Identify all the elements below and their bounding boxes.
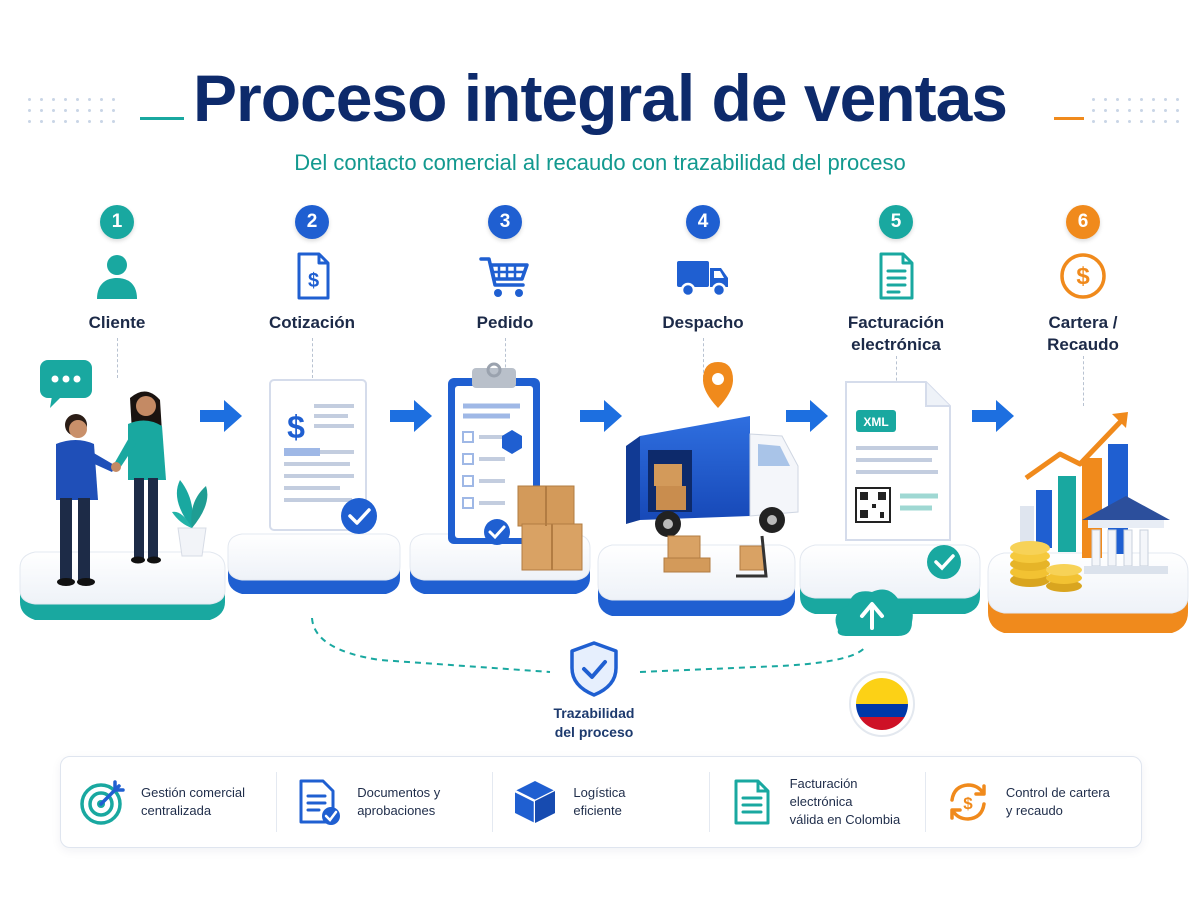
order-clipboard xyxy=(448,362,583,571)
process-illustration: $ xyxy=(19,360,1189,680)
svg-text:$: $ xyxy=(308,270,319,292)
connector-line xyxy=(703,338,704,378)
benefit-text: Logística eficiente xyxy=(573,785,626,818)
platform-cotizacion xyxy=(227,533,401,594)
quote-dollar-symbol: $ xyxy=(287,409,305,445)
arrow-right-icon xyxy=(390,400,432,432)
step-facturacion: 5 Facturación electrónica xyxy=(816,205,976,356)
benefit-facturacion: Facturación electrónica válida en Colomb… xyxy=(710,772,926,832)
step-cartera: 6 $ Cartera / Recaudo xyxy=(1003,205,1163,356)
page-subtitle: Del contacto comercial al recaudo con tr… xyxy=(294,150,906,175)
step-number-badge: 4 xyxy=(686,205,720,239)
arrow-right-icon xyxy=(972,400,1014,432)
platform-cliente xyxy=(19,551,226,620)
step-label: Despacho xyxy=(662,313,744,332)
svg-text:$: $ xyxy=(963,794,973,813)
step-label: Facturación electrónica xyxy=(847,313,945,354)
svg-text:$: $ xyxy=(1076,263,1090,290)
traceability-label: Trazabilidad del proceso xyxy=(553,705,635,740)
benefit-logistica: Logística eficiente xyxy=(493,772,710,832)
handshake-scene xyxy=(40,360,208,586)
electronic-invoice: XML xyxy=(835,381,961,636)
step-number-badge: 1 xyxy=(100,205,134,239)
delivery-truck-icon xyxy=(677,261,728,298)
dot-pattern-left xyxy=(28,98,116,123)
shield-check-icon xyxy=(570,641,618,697)
dollar-coin-icon: $ xyxy=(1060,253,1106,299)
cycle-dollar-icon: $ xyxy=(950,783,986,821)
step-number-badge: 2 xyxy=(295,205,329,239)
benefit-text: Facturación electrónica válida en Colomb… xyxy=(789,776,901,827)
delivery-scene xyxy=(626,362,799,578)
quote-document-icon: $ xyxy=(297,252,330,300)
step-label: Cliente xyxy=(88,313,146,332)
benefit-cartera: $ Control de cartera y recaudo xyxy=(926,772,1141,832)
title-accent-left xyxy=(140,117,184,120)
benefit-documentos: Documentos y aprobaciones xyxy=(277,772,494,832)
connector-line xyxy=(505,338,506,378)
user-icon xyxy=(97,255,137,299)
title-accent-right xyxy=(1054,117,1084,120)
benefit-text: Gestión comercial centralizada xyxy=(141,785,246,818)
traceability-loop xyxy=(311,617,867,673)
step-cotizacion: 2 $ Cotización xyxy=(232,205,392,334)
quotation-document: $ xyxy=(269,379,377,534)
step-pedido: 3 Pedido xyxy=(425,205,585,334)
dot-pattern-right xyxy=(1092,98,1180,123)
step-label: Pedido xyxy=(476,313,534,332)
finance-scene xyxy=(1010,412,1170,592)
colombia-flag-badge xyxy=(849,671,915,737)
benefit-text: Documentos y aprobaciones xyxy=(357,785,441,818)
step-despacho: 4 Despacho xyxy=(623,205,783,334)
benefit-gestion-comercial: Gestión comercial centralizada xyxy=(61,772,278,832)
benefits-bar: Gestión comercial centralizada Documento… xyxy=(60,756,1142,848)
benefit-text: Control de cartera y recaudo xyxy=(1005,785,1110,818)
arrow-right-icon xyxy=(580,400,622,432)
connector-line xyxy=(896,356,897,386)
connector-line xyxy=(1083,356,1084,406)
step-number-badge: 6 xyxy=(1066,205,1100,239)
step-label: Cotización xyxy=(269,313,355,332)
arrow-right-icon xyxy=(786,400,828,432)
arrow-right-icon xyxy=(200,400,242,432)
document-check-icon xyxy=(299,779,341,825)
step-label: Cartera / Recaudo xyxy=(1047,313,1119,354)
step-cliente: 1 Cliente xyxy=(37,205,197,334)
target-icon xyxy=(80,780,125,825)
connector-line xyxy=(312,338,313,378)
invoice-document-icon xyxy=(879,252,914,300)
connector-line xyxy=(117,338,118,378)
xml-badge: XML xyxy=(863,415,888,429)
shopping-cart-icon xyxy=(479,257,529,297)
step-number-badge: 5 xyxy=(879,205,913,239)
box-icon xyxy=(514,781,556,823)
page-title: Proceso integral de ventas xyxy=(193,61,1008,135)
step-number-badge: 3 xyxy=(488,205,522,239)
invoice-icon xyxy=(734,779,770,825)
